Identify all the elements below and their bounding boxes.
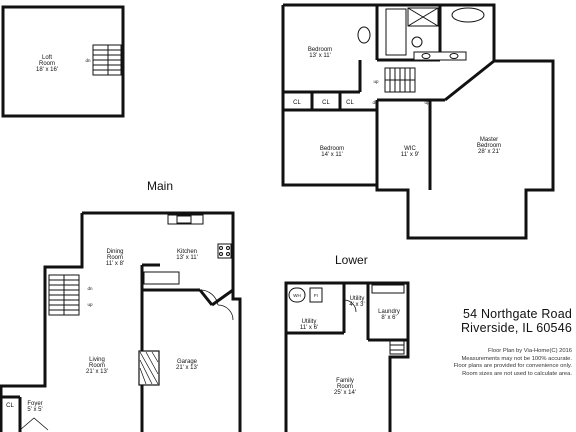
foyer-name: Foyer (27, 401, 42, 407)
footer-line-2: Measurements may not be 100% accurate. (461, 355, 572, 362)
address-city: Riverside, IL 60546 (460, 321, 572, 335)
footer-line-4: Room sizes are not used to calculate are… (462, 370, 572, 377)
floor-plan-disclaimer: Floor Plan by Via-Home(C) 2016 Measureme… (454, 348, 572, 378)
master-bath-fixtures (407, 7, 485, 61)
lower-floor-label: Lower (335, 253, 368, 267)
main-floor: dn up Dining Room 11' x 8' Kitchen 13' x… (0, 211, 242, 432)
family-name: Family (336, 378, 354, 384)
bedroom-top-name: Bedroom (308, 47, 332, 53)
loft-room-name: Loft (42, 55, 52, 61)
upper-floor: up dn up CL CL CL Bedroom 13' x 11' Bedr… (281, 3, 555, 240)
footer-line-1: Floor Plan by Via-Home(C) 2016 (488, 348, 572, 354)
wic-name: WIC (404, 146, 416, 152)
dining-dim: 11' x 8' (106, 261, 124, 267)
closet-label-3: CL (346, 100, 354, 106)
upper-stairs-down-mark: dn (372, 100, 378, 105)
loft-room-dim: 18' x 16' (36, 67, 58, 73)
loft-stairs (92, 44, 122, 76)
kitchen-name: Kitchen (177, 249, 197, 255)
lower-floor: WH Fr Utility 11' x 6' Utility 4' x 3' L… (284, 281, 410, 432)
main-stairs (48, 274, 80, 316)
loft-stairs-down-mark: dn (85, 58, 91, 63)
living-name2: Room (89, 363, 105, 369)
living-dim: 21' x 13' (86, 369, 108, 375)
bedroom-mid-name: Bedroom (320, 146, 344, 152)
loft-floor: dn Loft Room 18' x 16' (1, 5, 125, 118)
dining-name2: Room (107, 255, 123, 261)
dining-name: Dining (106, 249, 123, 255)
master-dim: 28' x 21' (478, 149, 500, 155)
water-heater-label: WH (293, 293, 301, 298)
kitchen-dim: 13' x 11' (176, 255, 198, 261)
utility-main-name: Utility (302, 319, 317, 325)
main-stairs-down-mark: dn (87, 286, 93, 291)
utility-small-dim: 4' x 3' (349, 302, 364, 308)
master-name: Master (480, 137, 498, 143)
address-street: 54 Northgate Road (462, 307, 572, 321)
bedroom-mid-dim: 14' x 11' (321, 152, 343, 158)
utility-main-dim: 11' x 6' (300, 325, 318, 331)
closet-label-2: CL (322, 100, 330, 106)
bedroom-top-dim: 13' x 11' (309, 53, 331, 59)
family-dim: 25' x 14' (334, 390, 356, 396)
furnace-label: Fr (314, 293, 319, 298)
main-stairs-up-mark: up (87, 302, 93, 307)
living-name: Living (89, 357, 105, 363)
family-name2: Room (337, 384, 353, 390)
wic-dim: 11' x 9' (401, 152, 419, 158)
footer-line-3: Floor plans are provided for convenience… (453, 363, 572, 369)
utility-small-name: Utility (350, 296, 365, 302)
laundry-name: Laundry (378, 309, 400, 315)
main-floor-label: Main (147, 179, 174, 193)
garage-dim: 21' x 13' (176, 365, 198, 371)
closet-label-1: CL (293, 100, 301, 106)
foyer-closet-label: CL (6, 403, 14, 409)
laundry-dim: 8' x 6' (381, 315, 396, 321)
upper-stairs-up-mark-2: up (424, 100, 430, 105)
foyer-dim: 5' x 5' (27, 407, 42, 413)
loft-room-name2: Room (39, 61, 55, 67)
master-name2: Bedroom (477, 143, 501, 149)
upper-stairs-up-mark: up (373, 79, 379, 84)
upper-stairs (384, 67, 416, 93)
garage-name: Garage (177, 359, 198, 365)
hall-bath-fixtures (357, 8, 423, 56)
